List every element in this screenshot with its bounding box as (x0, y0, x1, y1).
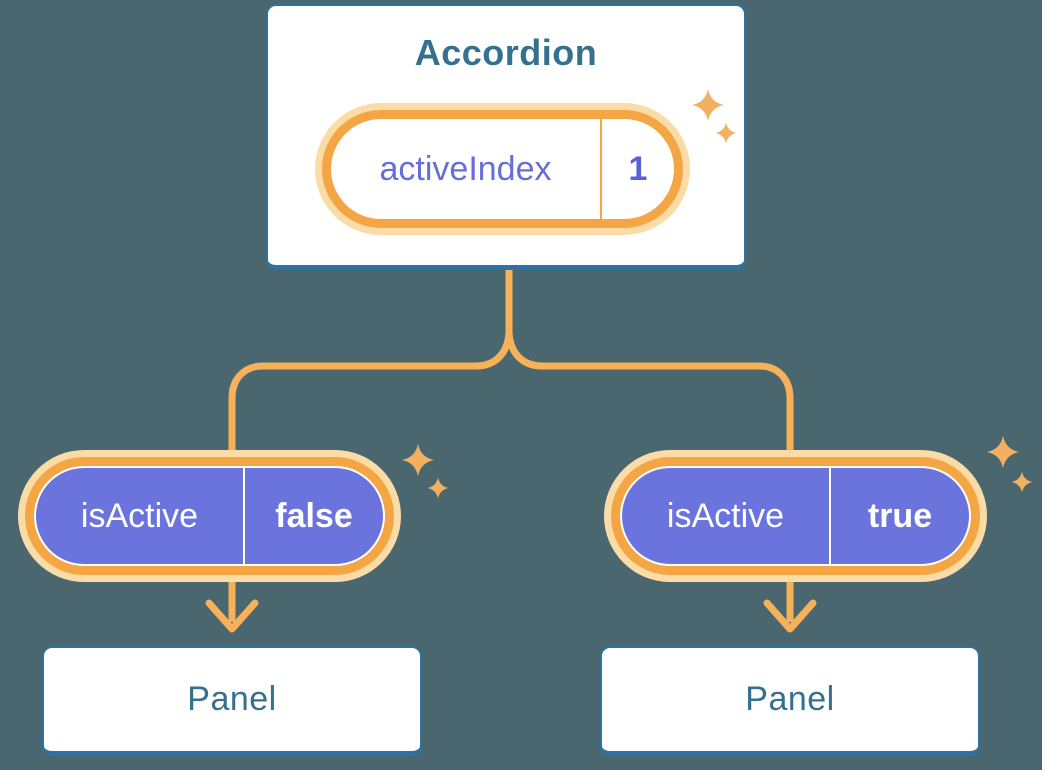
component-title: Accordion (414, 32, 598, 73)
pill-divider (243, 468, 245, 564)
prop-name: isActive (80, 496, 199, 535)
prop-value: false (275, 496, 353, 535)
prop-pill-ring: isActive false (25, 457, 394, 575)
panel-card-right: Panel (600, 646, 980, 756)
connector-branch-right (505, 266, 794, 458)
arrow-down-icon (763, 578, 817, 633)
pill-divider (829, 468, 831, 564)
prop-pill-left: isActive false (18, 450, 401, 582)
state-pill: activeIndex 1 (315, 103, 690, 235)
pill-divider (600, 119, 602, 219)
state-pill-ring: activeIndex 1 (322, 110, 683, 228)
panel-card-left: Panel (42, 646, 422, 756)
prop-pill-right: isActive true (604, 450, 987, 582)
state-name: activeIndex (379, 149, 552, 188)
prop-value: true (867, 496, 933, 535)
prop-name: isActive (666, 496, 785, 535)
connector-branch-left (228, 266, 513, 458)
panel-label: Panel (187, 680, 277, 718)
state-value: 1 (628, 149, 648, 188)
panel-label: Panel (745, 680, 835, 718)
sparkle-icon (987, 436, 1033, 493)
prop-pill-ring: isActive true (611, 457, 980, 575)
sparkle-icon (402, 444, 449, 499)
arrow-down-icon (205, 578, 259, 633)
